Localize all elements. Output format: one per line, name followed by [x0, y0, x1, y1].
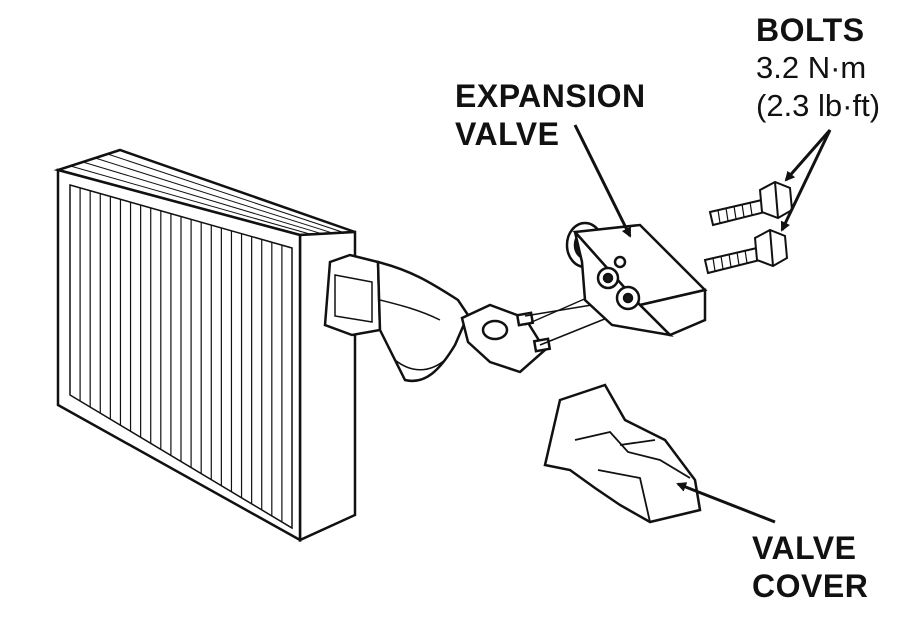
expansion-valve-label-line1: EXPANSION — [455, 78, 646, 114]
evaporator-top-ribs — [70, 153, 345, 235]
bolt-lower — [703, 228, 789, 275]
evaporator-core — [53, 148, 357, 543]
rib-line — [107, 153, 345, 234]
bolts-torque-metric: 3.2 N·m — [756, 50, 867, 85]
bolt-arrow-upper — [784, 129, 832, 182]
bolts-torque-imperial: (2.3 lb·ft) — [756, 88, 881, 123]
refrigerant-pipe — [323, 253, 470, 383]
expansion-valve — [565, 221, 708, 337]
expansion-valve-arrow — [573, 124, 632, 238]
bolt-upper — [708, 180, 794, 227]
rib-line — [82, 161, 323, 235]
bolt-arrow-lower — [780, 129, 832, 232]
valve-cover-arrow — [676, 482, 776, 524]
callout-arrows — [573, 124, 832, 524]
rib-line — [95, 157, 334, 234]
valve-cover-part — [543, 383, 702, 524]
evaporator-fins — [79, 187, 283, 522]
bolts-label: BOLTS — [756, 12, 865, 48]
valve-cover-label-line1: VALVE — [752, 530, 857, 566]
pipe-flange — [460, 303, 552, 374]
expansion-valve-label-line2: VALVE — [455, 116, 560, 152]
rib-line — [70, 165, 312, 235]
valve-cover-label-line2: COVER — [752, 568, 869, 604]
